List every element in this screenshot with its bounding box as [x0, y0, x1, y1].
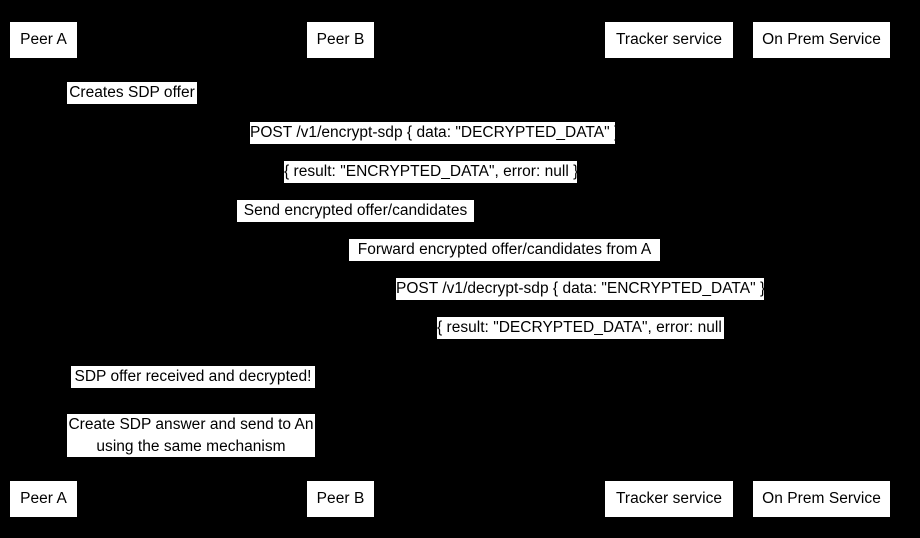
- participant-on-prem[interactable]: On Prem Service: [753, 22, 890, 58]
- message-label-encrypt-sdp-response: { result: "ENCRYPTED_DATA", error: null …: [284, 161, 577, 183]
- lifeline-tracker: [669, 58, 670, 481]
- participant-label: Peer A: [20, 31, 67, 49]
- lifeline-peer-b: [340, 58, 341, 481]
- participant-label: Tracker service: [615, 490, 723, 508]
- lifeline-on-prem: [821, 58, 822, 481]
- message-label-creates-sdp-offer: Creates SDP offer: [67, 82, 197, 104]
- message-label-post-encrypt-sdp: POST /v1/encrypt-sdp { data: "DECRYPTED_…: [250, 122, 615, 144]
- participant-peer-a[interactable]: Peer A: [10, 481, 77, 517]
- participant-label: Peer B: [316, 490, 365, 508]
- message-label-forward-encrypted-offer: Forward encrypted offer/candidates from …: [349, 239, 660, 261]
- participant-label: On Prem Service: [762, 490, 881, 508]
- participant-label: On Prem Service: [762, 31, 881, 49]
- message-label-post-decrypt-sdp: POST /v1/decrypt-sdp { data: "ENCRYPTED_…: [396, 278, 764, 300]
- participant-label: Peer A: [20, 490, 67, 508]
- participant-on-prem[interactable]: On Prem Service: [753, 481, 890, 517]
- participant-peer-b[interactable]: Peer B: [307, 22, 374, 58]
- participant-label: Tracker service: [615, 31, 723, 49]
- participant-peer-a[interactable]: Peer A: [10, 22, 77, 58]
- participant-label: Peer B: [316, 31, 365, 49]
- message-label-decrypt-sdp-response: { result: "DECRYPTED_DATA", error: null …: [437, 317, 724, 339]
- message-label-send-encrypted-offer: Send encrypted offer/candidates: [237, 200, 474, 222]
- participant-tracker[interactable]: Tracker service: [605, 22, 733, 58]
- participant-tracker[interactable]: Tracker service: [605, 481, 733, 517]
- participant-peer-b[interactable]: Peer B: [307, 481, 374, 517]
- message-label-sdp-offer-received: SDP offer received and decrypted!: [71, 366, 315, 388]
- message-label-create-sdp-answer: Create SDP answer and send to An using t…: [67, 414, 315, 457]
- lifeline-peer-a: [43, 58, 44, 481]
